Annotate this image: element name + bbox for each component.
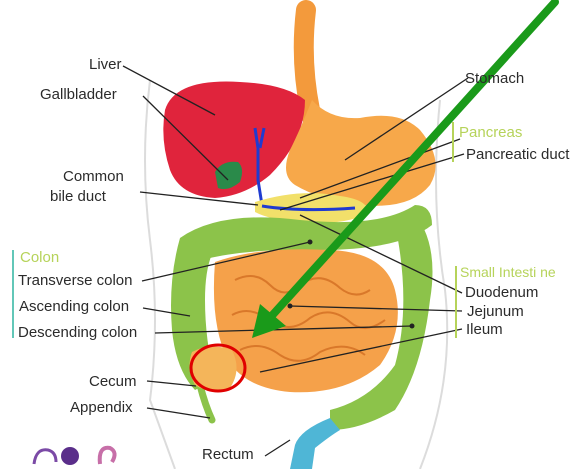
label-descending-colon: Descending colon (18, 324, 137, 341)
small-intestine-bracket (455, 266, 457, 338)
logo-icon (34, 447, 115, 465)
colon-bracket (12, 250, 14, 338)
label-jejunum: Jejunum (467, 303, 524, 320)
label-colon: Colon (20, 249, 59, 266)
pancreas-bracket (452, 122, 454, 162)
label-ascending-colon: Ascending colon (19, 298, 129, 315)
label-pancreatic-duct: Pancreatic duct (466, 146, 569, 163)
label-transverse-colon: Transverse colon (18, 272, 133, 289)
label-liver: Liver (89, 56, 122, 73)
label-pancreas: Pancreas (459, 124, 522, 141)
label-appendix: Appendix (70, 399, 133, 416)
leader-dot (308, 240, 313, 245)
label-common-bile-duct-2: bile duct (50, 188, 106, 205)
label-duodenum: Duodenum (465, 284, 538, 301)
label-small-intestine: Small Intesti ne (460, 264, 556, 280)
label-common-bile-duct-1: Common (63, 168, 124, 185)
label-gallbladder: Gallbladder (40, 86, 117, 103)
stomach (286, 100, 436, 206)
label-stomach: Stomach (465, 70, 524, 87)
label-ileum: Ileum (466, 321, 503, 338)
label-rectum: Rectum (202, 446, 254, 463)
label-cecum: Cecum (89, 373, 137, 390)
leader-dot (410, 324, 415, 329)
rectum (290, 418, 340, 469)
leader-dot (288, 304, 293, 309)
